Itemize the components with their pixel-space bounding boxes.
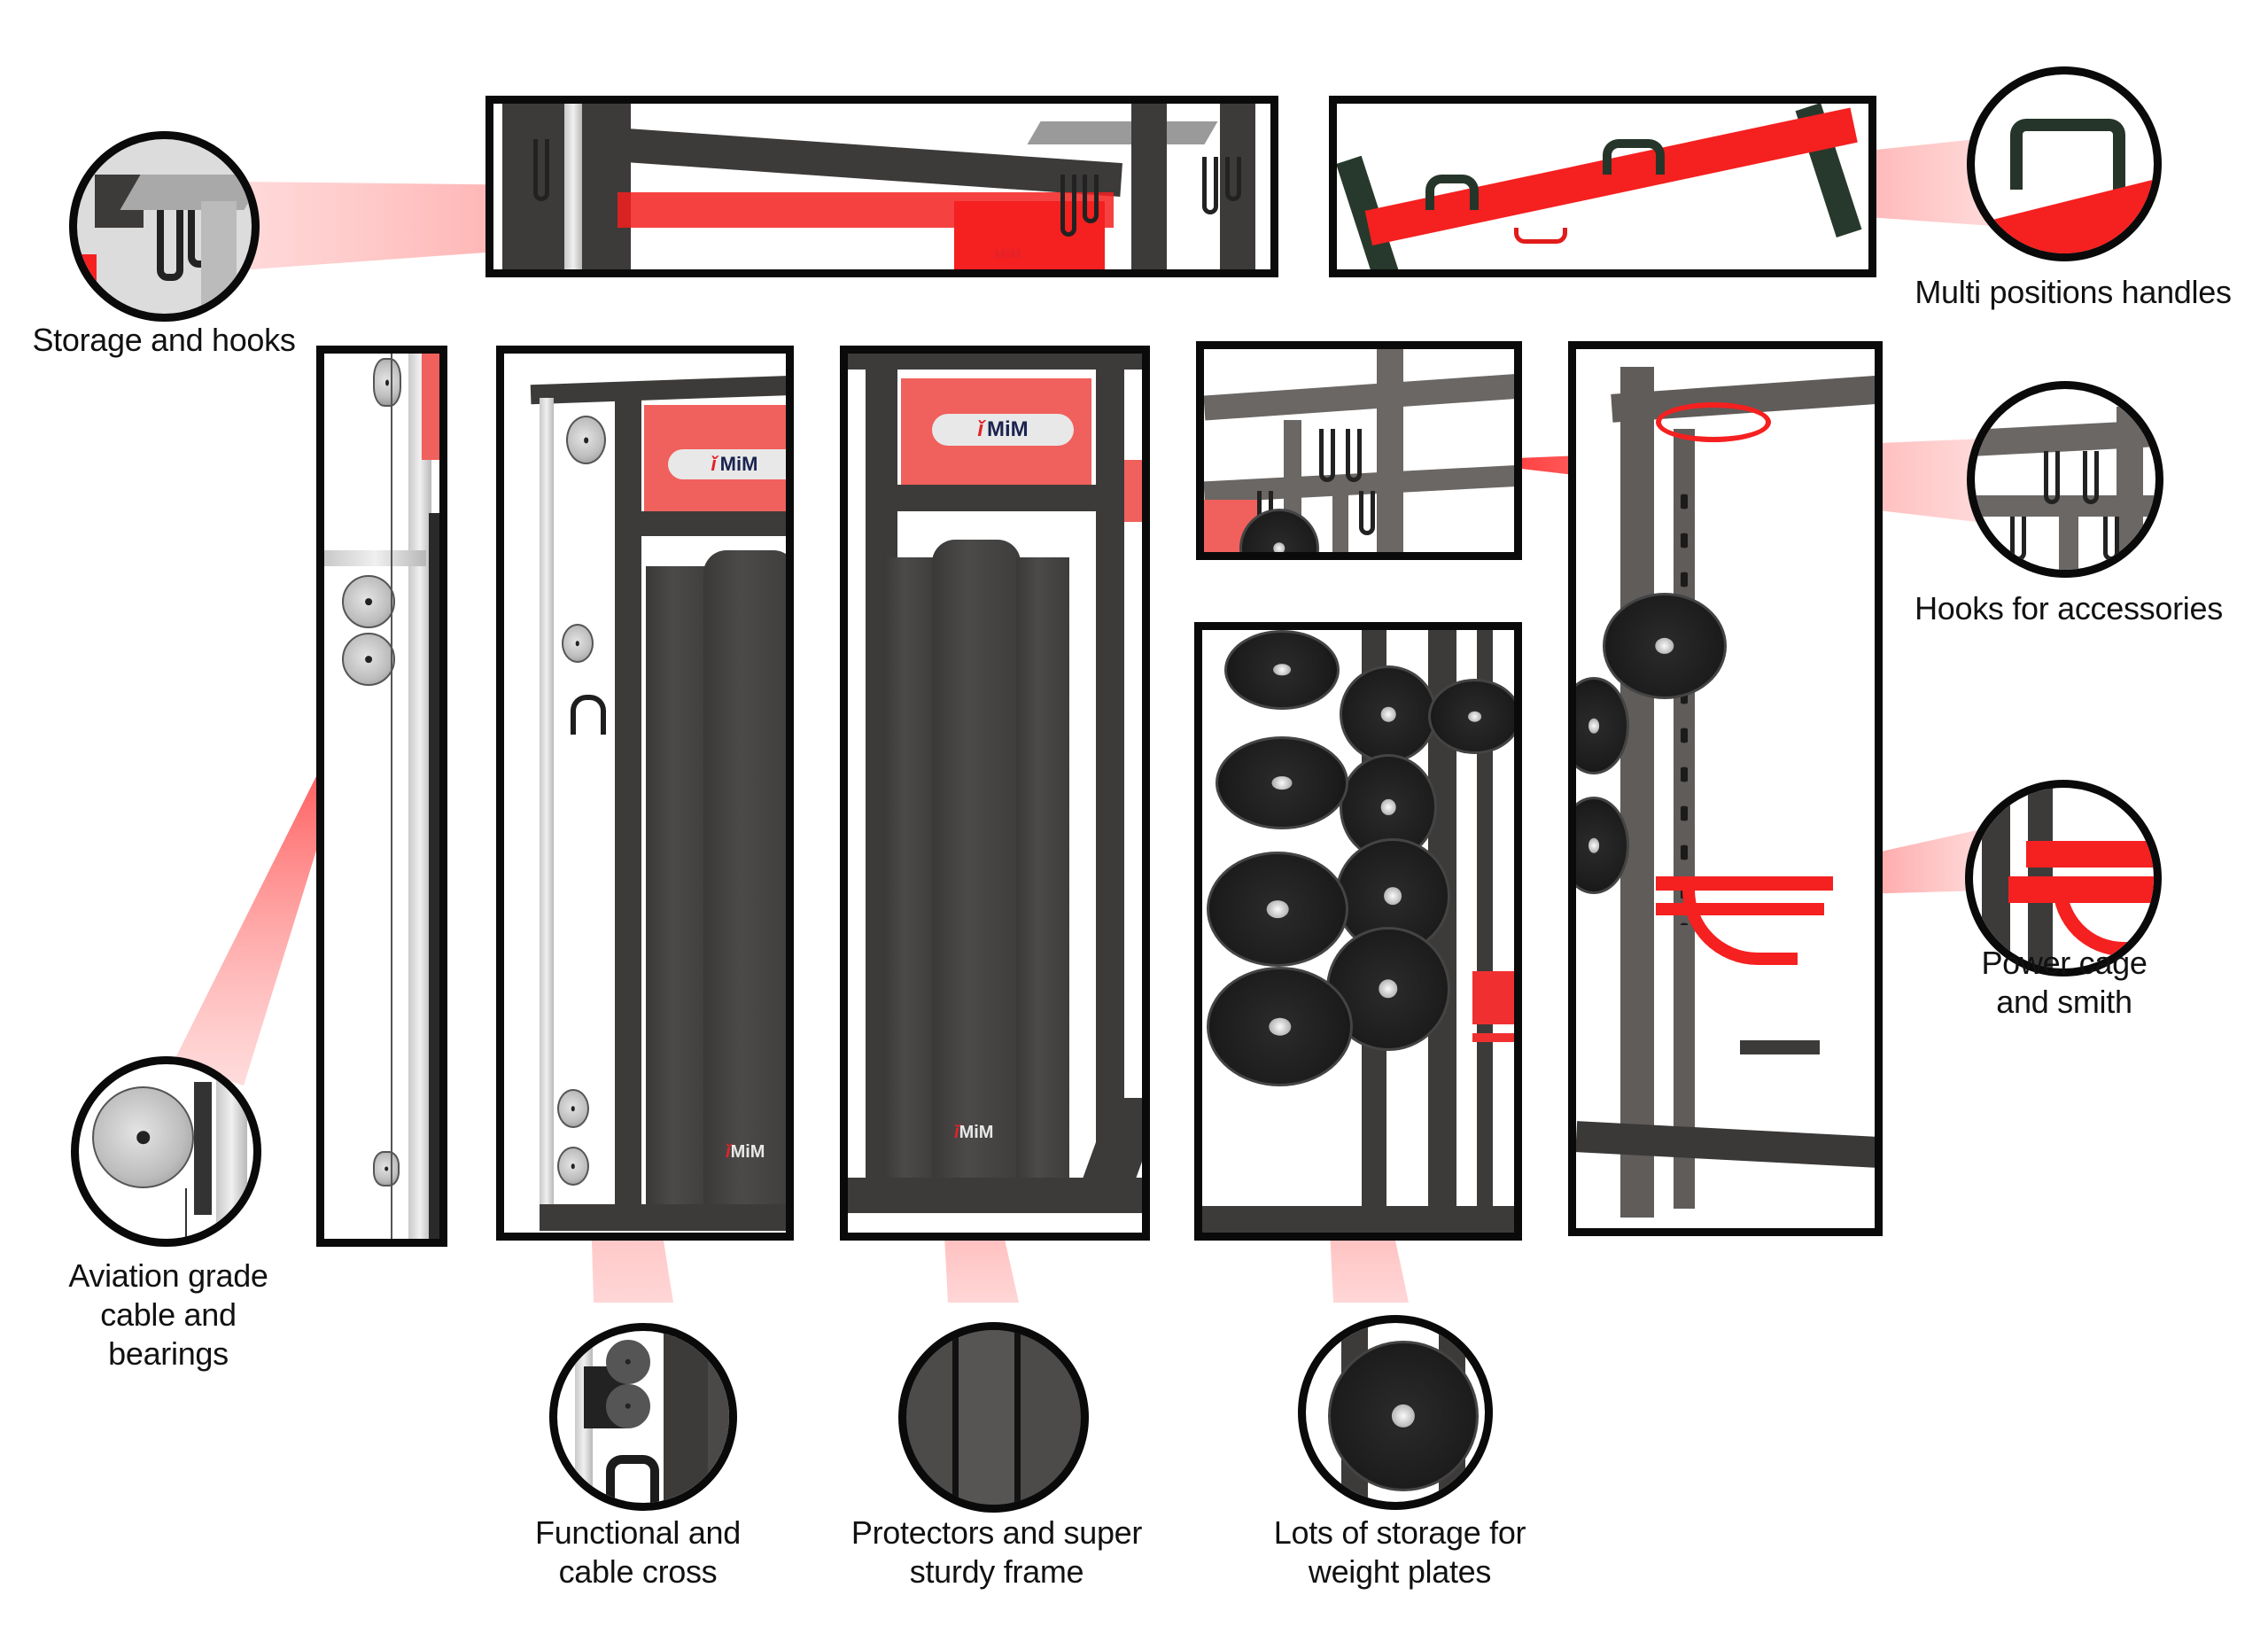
label-line: Hooks for accessories: [1915, 590, 2223, 626]
callout-storage-hooks: [69, 131, 260, 322]
label-line: and smith: [1996, 984, 2132, 1020]
label-line: weight plates: [1308, 1553, 1492, 1590]
label-functional-cable: Functional and cable cross: [505, 1513, 771, 1591]
panel-multi-handles: [1329, 96, 1876, 277]
label-plate-storage: Lots of storage for weight plates: [1240, 1513, 1559, 1591]
logo-swoosh-icon: ǐ: [726, 1142, 731, 1162]
panel-storage-hooks: MiM: [485, 96, 1278, 277]
label-hooks-accessories: Hooks for accessories: [1905, 589, 2233, 628]
label-line: sturdy frame: [909, 1553, 1084, 1590]
brand-logo: MiM: [959, 1123, 994, 1142]
label-protectors-frame: Protectors and super sturdy frame: [833, 1513, 1161, 1591]
logo-swoosh-icon: ǐ: [711, 453, 717, 475]
label-multi-handles: Multi positions handles: [1896, 273, 2250, 312]
brand-logo: MiM: [719, 453, 758, 475]
label-aviation-cable: Aviation grade cable and bearings: [35, 1257, 301, 1373]
panel-power-cage: [1568, 341, 1883, 1236]
logo-swoosh-icon: ǐ: [954, 1123, 959, 1142]
logo-swoosh-icon: ǐ: [977, 417, 983, 441]
label-line: cable cross: [558, 1553, 718, 1590]
panel-accessory-hooks: [1196, 341, 1522, 560]
callout-power-cage: [1965, 780, 2162, 977]
callout-hooks-accessories: [1967, 381, 2163, 578]
label-line: bearings: [108, 1335, 229, 1372]
callout-protectors-frame: [898, 1322, 1089, 1513]
callout-plate-storage: [1298, 1315, 1493, 1510]
label-storage-hooks: Storage and hooks: [31, 321, 297, 360]
label-line: cable and: [100, 1296, 237, 1333]
brand-logo: MiM: [987, 417, 1029, 441]
callout-aviation-cable: [71, 1056, 261, 1247]
callout-multi-handles: [1967, 66, 2162, 261]
label-line: Aviation grade: [68, 1257, 268, 1294]
label-line: Lots of storage for: [1273, 1514, 1526, 1551]
label-line: Storage and hooks: [32, 322, 296, 358]
label-power-cage: Power cage and smith: [1931, 944, 2197, 1022]
panel-cable-bearings: [316, 346, 447, 1247]
panel-weight-plates: [1194, 622, 1522, 1241]
label-line: Protectors and super: [850, 1514, 1143, 1551]
brand-logo: MiM: [730, 1142, 765, 1162]
label-line: Multi positions handles: [1915, 274, 2232, 310]
label-line: Functional and: [535, 1514, 741, 1551]
brand-logo: MiM: [994, 247, 1022, 262]
callout-functional-cable: [549, 1323, 737, 1511]
label-line: Power cage: [1981, 945, 2148, 981]
